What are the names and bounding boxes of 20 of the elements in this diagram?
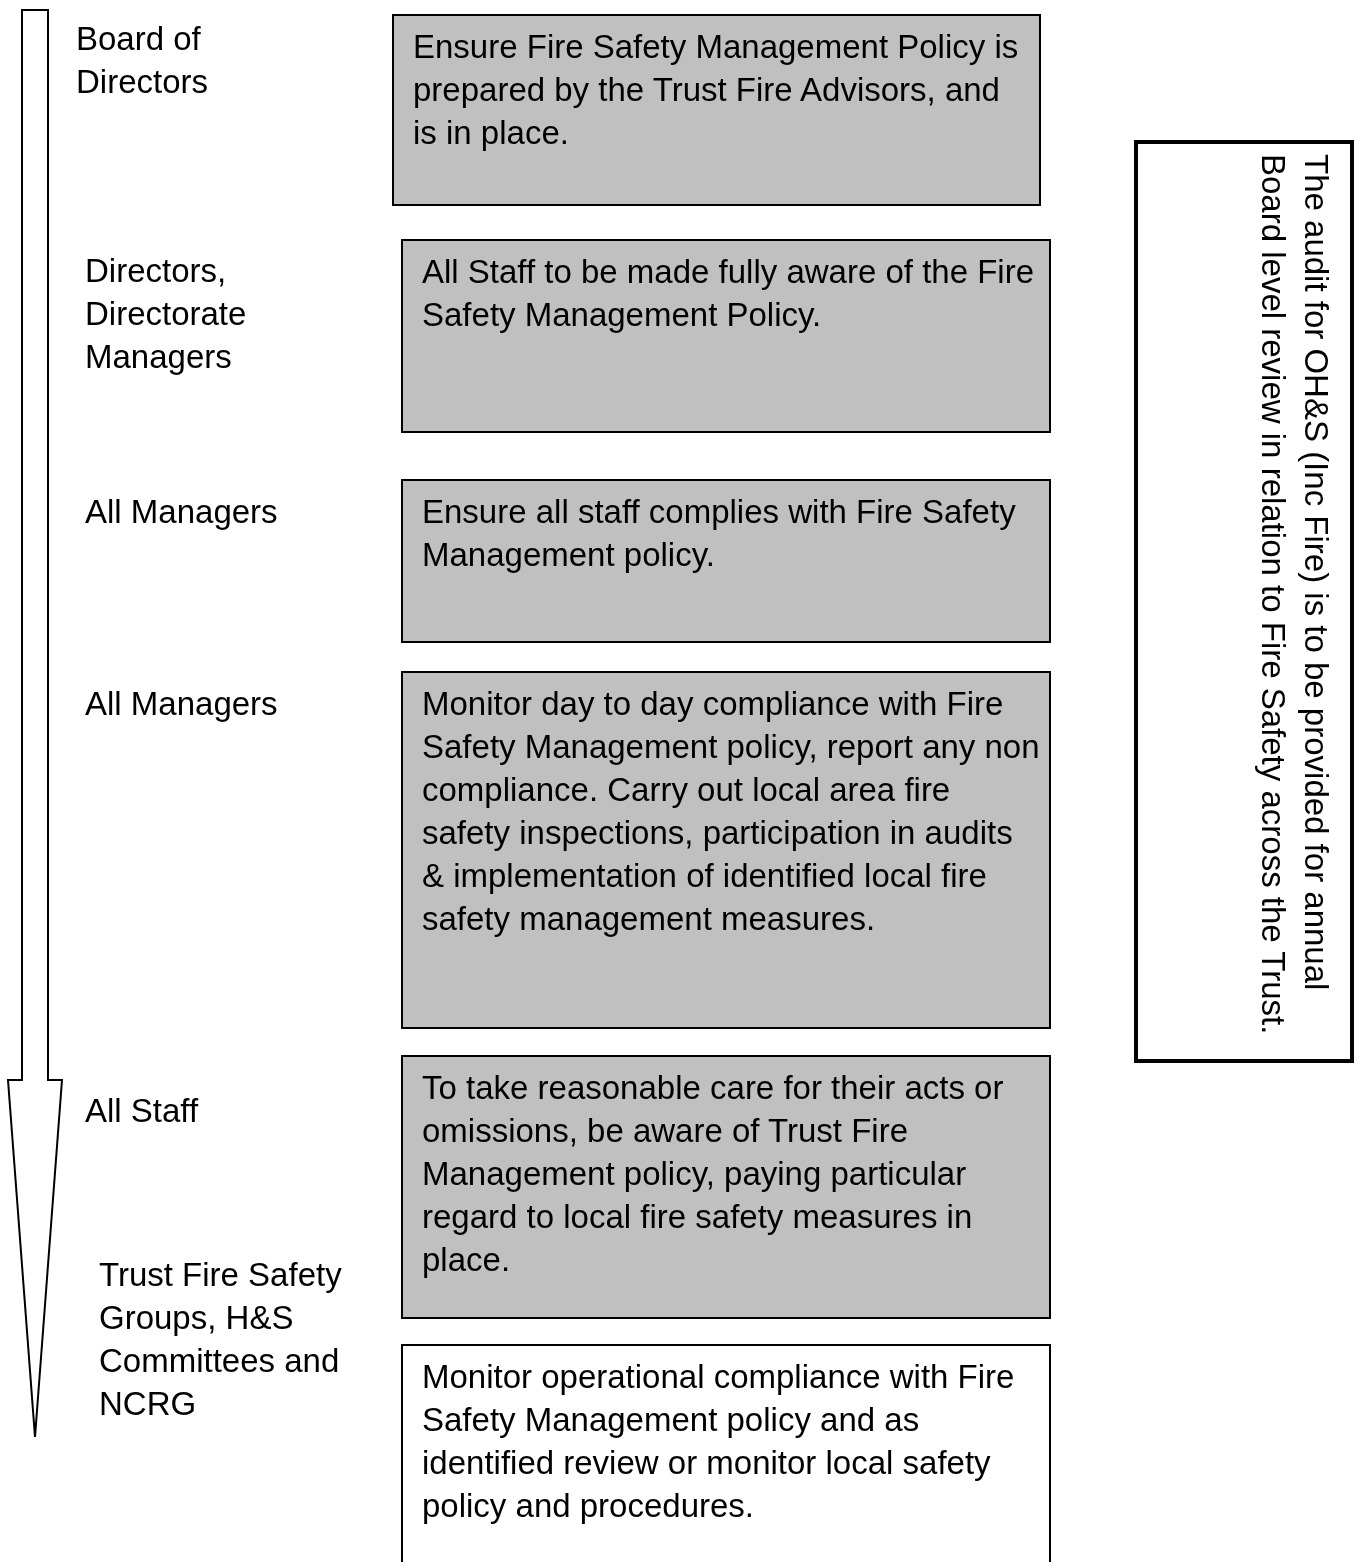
node-text: The audit for OH&S (Inc Fire) is to be provided for annual Board level review in relation to Fire Safety across the Trust. xyxy=(1254,154,1336,1037)
process-box xyxy=(401,1344,1051,1562)
role-label: All Staff xyxy=(85,1091,200,1131)
process-box xyxy=(401,479,1051,643)
node-text: To take reasonable care for their acts or omissions, be aware of Trust Fire Management policy, paying particular regard to local fire safety measures in place. xyxy=(422,1068,1005,1280)
process-box xyxy=(401,671,1051,1029)
node-text: Ensure Fire Safety Management Policy is prepared by the Trust Fire Advisors, and is in place. xyxy=(413,27,1020,153)
process-box xyxy=(392,14,1041,206)
process-box xyxy=(401,239,1051,433)
process-box xyxy=(401,1055,1051,1319)
role-label: Board of Directors xyxy=(76,19,210,102)
node-text: All Staff to be made fully aware of the Fire Safety Management Policy. xyxy=(422,252,1036,335)
node-text: Monitor day to day compliance with Fire Safety Management policy, report any non compliance. Carry out local area fire safety inspections, participation in audits & implementation of identified local fire safety management measures. xyxy=(422,684,1041,939)
role-label: All Managers xyxy=(85,492,279,532)
role-label: All Managers xyxy=(85,684,279,724)
node-text: Ensure all staff complies with Fire Safety Management policy. xyxy=(422,492,1017,575)
role-label: Directors, Directorate Managers xyxy=(85,251,248,377)
note-box xyxy=(1134,140,1354,1063)
node-text: Monitor operational compliance with Fire Safety Management policy and as identified review or monitor local safety policy and procedures. xyxy=(422,1357,1016,1526)
role-label: Trust Fire Safety Groups, H&S Committees and NCRG xyxy=(99,1255,343,1424)
